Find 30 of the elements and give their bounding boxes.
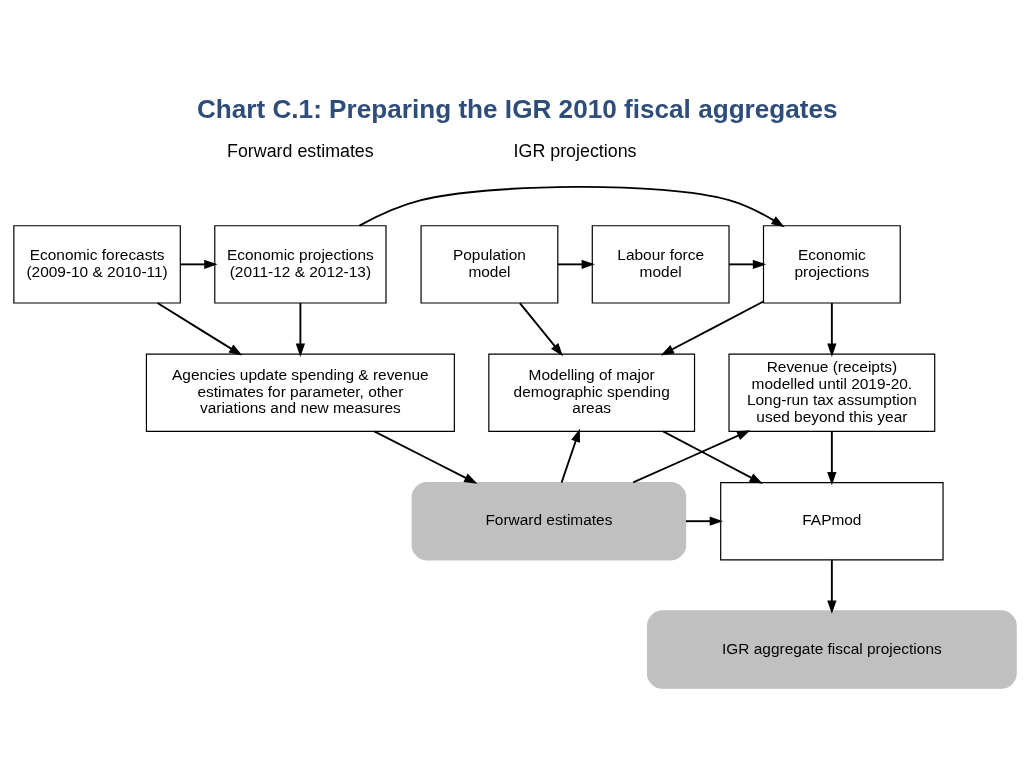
arrow [661, 430, 763, 484]
node-box: Revenue (receipts) modelled until 2019-20. Long-run tax assumption used beyond this year [727, 353, 935, 433]
arrow [631, 430, 750, 484]
node-box: Agencies update spending & revenue estimates for parameter, other variations and new measures [145, 353, 455, 433]
arrow [826, 302, 837, 357]
diagram-title: Chart C.1: Preparing the IGR 2010 fiscal aggregates [196, 94, 838, 125]
arrow [826, 558, 837, 614]
arrow [179, 259, 218, 270]
arrow [684, 516, 723, 526]
node-box: Economic forecasts (2009-10 & 2010-11) [12, 225, 181, 304]
label: Forward estimates [226, 141, 374, 162]
arrow [518, 302, 563, 357]
arrow [727, 259, 766, 270]
arrow [556, 259, 595, 270]
label: IGR projections [513, 141, 636, 162]
node-box: Modelling of major demographic spending areas [487, 353, 695, 433]
node-box: Population model [419, 225, 558, 304]
node-box: FAPmod [719, 481, 944, 561]
arrow [358, 185, 785, 228]
arrow [560, 428, 580, 484]
arrow [826, 430, 837, 486]
node-box: Economic projections [762, 225, 901, 304]
arrow [295, 302, 305, 357]
node-box: Forward estimates [411, 481, 686, 561]
node-box: IGR aggregate fiscal projections [646, 610, 1017, 689]
arrow [660, 300, 764, 356]
node-box: Economic projections (2011-12 & 2012-13) [213, 225, 387, 304]
arrow [372, 430, 477, 484]
node-box: Labour force model [591, 225, 730, 304]
arrow [156, 302, 242, 356]
